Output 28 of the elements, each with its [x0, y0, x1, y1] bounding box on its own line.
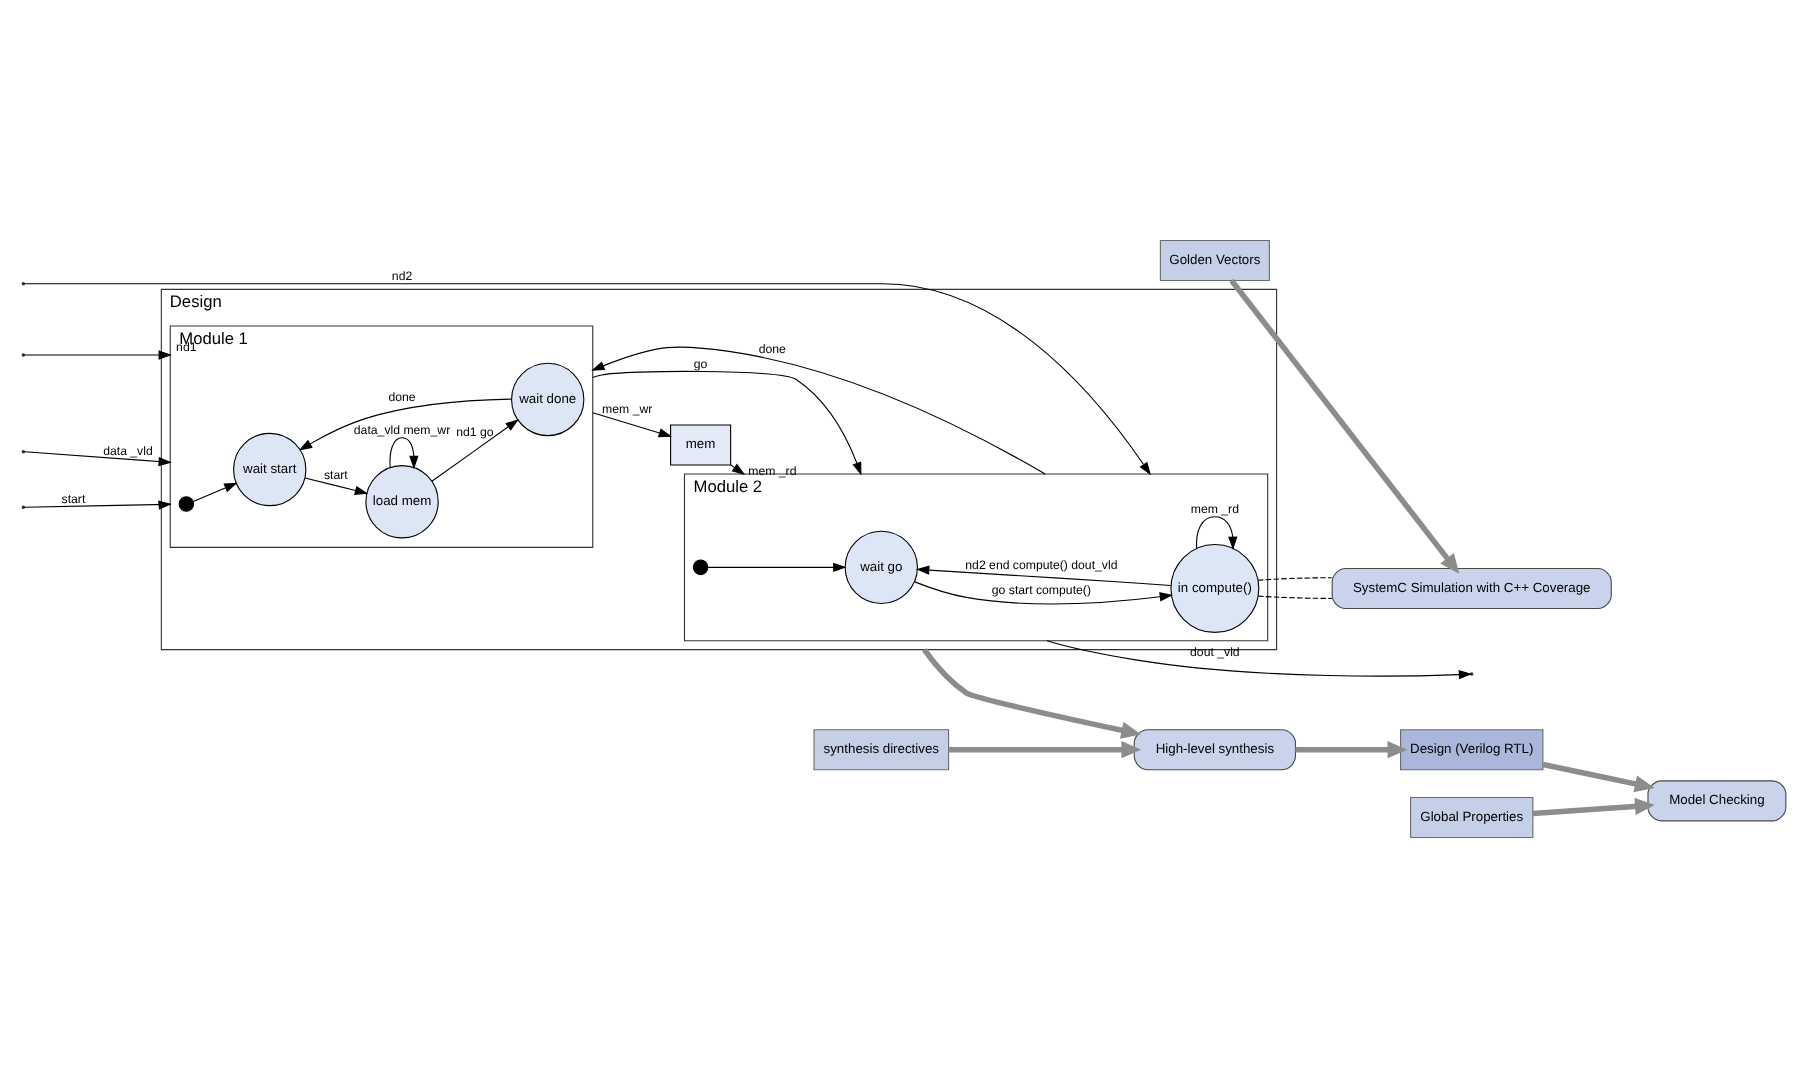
arrow: [24, 282, 1151, 475]
arrow: [1195, 515, 1238, 549]
arrow: [707, 561, 847, 572]
arrow: [1229, 277, 1460, 573]
arrow: [24, 450, 172, 466]
arrow: [1295, 740, 1408, 758]
arrow: [948, 740, 1142, 758]
arrow: [24, 499, 172, 509]
arrow: [592, 369, 862, 475]
node-circle: [178, 495, 195, 511]
arrow: [1046, 639, 1473, 679]
arrow: [914, 580, 1174, 604]
arrow: [1542, 760, 1655, 792]
connector: [1257, 594, 1333, 598]
arrow: [1532, 796, 1655, 816]
arrow: [922, 647, 1142, 738]
arrow: [730, 462, 746, 474]
arrow: [592, 411, 672, 437]
connector: [1257, 576, 1333, 580]
arrow: [916, 564, 1172, 586]
arrow: [304, 476, 369, 494]
arrow: [192, 481, 238, 502]
arrow: [24, 349, 172, 359]
arrow: [298, 397, 513, 450]
arrow: [389, 436, 419, 469]
arrow: [431, 418, 519, 481]
arrow: [591, 345, 1046, 474]
node-circle: [692, 558, 709, 575]
